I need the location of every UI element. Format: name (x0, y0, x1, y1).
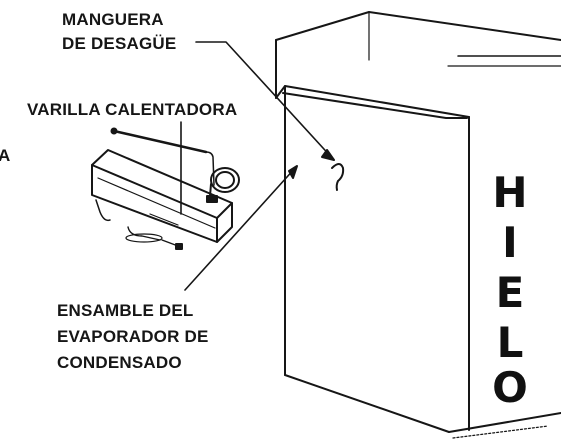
label-evaporator-line2: EVAPORADOR DE (57, 327, 209, 346)
evaporator-tray (91, 149, 233, 250)
label-drain-hose: MANGUERA DE DESAGÜE (62, 8, 176, 56)
leader-evaporator (184, 166, 297, 291)
heater-rod (110, 127, 240, 203)
bin-letter-l: L (497, 318, 524, 367)
label-evaporator-assembly: ENSAMBLE DEL EVAPORADOR DE CONDENSADO (57, 298, 209, 376)
bin-letter-o: O (492, 363, 528, 412)
bin-letter-h: H (492, 168, 527, 217)
label-drain-hose-line1: MANGUERA (62, 10, 164, 29)
label-evaporator-line1: ENSAMBLE DEL (57, 301, 194, 320)
arrow-evaporator (288, 165, 298, 179)
drain-hose-fitting (331, 163, 345, 191)
label-drain-hose-line2: DE DESAGÜE (62, 34, 177, 53)
bin-letter-e: E (496, 268, 525, 317)
ice-bin (275, 11, 561, 439)
bin-lettering: H I E L O (492, 168, 528, 412)
label-partial-left: A (0, 146, 11, 165)
label-evaporator-line3: CONDENSADO (57, 353, 182, 372)
arrow-drain (321, 149, 335, 161)
bin-letter-i: I (502, 218, 518, 267)
leader-drain-hose (195, 41, 335, 161)
leader-lines (180, 41, 335, 291)
label-heater-rod: VARILLA CALENTADORA (27, 100, 238, 119)
